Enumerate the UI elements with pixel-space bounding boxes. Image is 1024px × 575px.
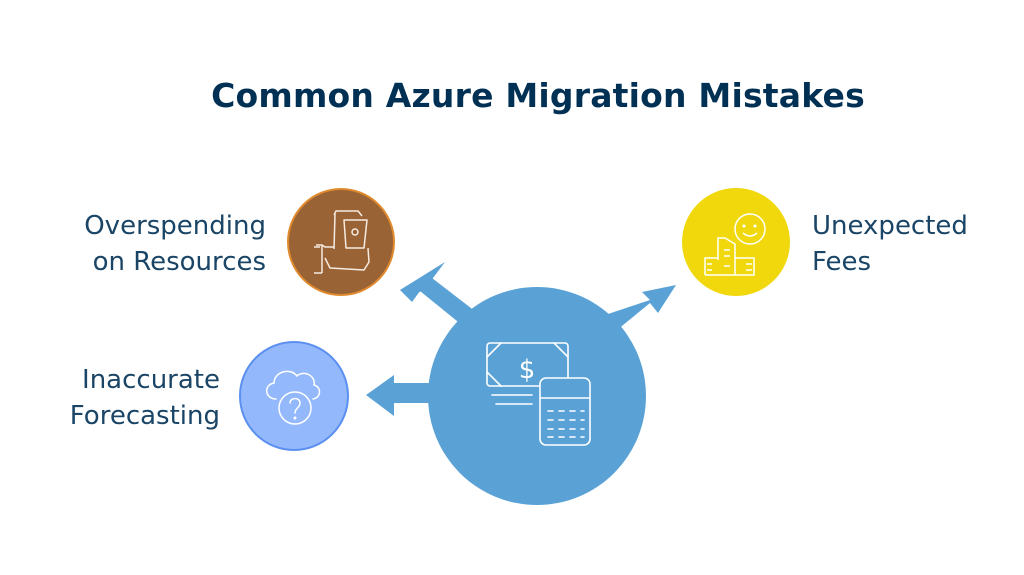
label-fees: Unexpected Fees (812, 208, 1012, 280)
label-fees-line1: Unexpected (812, 211, 968, 241)
label-forecasting-line2: Forecasting (69, 401, 220, 431)
fees-circle (682, 188, 790, 296)
label-forecasting: Inaccurate Forecasting (10, 362, 220, 434)
label-fees-line2: Fees (812, 247, 872, 277)
arrow-to-forecasting (366, 375, 440, 416)
diagram-title: Common Azure Migration Mistakes (211, 76, 865, 115)
label-overspending-line1: Overspending (84, 211, 266, 241)
buildings-smiley-icon (704, 213, 766, 276)
label-overspending: Overspending on Resources (30, 208, 266, 280)
center-circle (428, 287, 646, 505)
svg-text:$: $ (519, 355, 536, 385)
label-forecasting-line1: Inaccurate (82, 365, 220, 395)
arrow-to-overspending (400, 262, 480, 330)
arrow-to-fees (605, 285, 676, 330)
overspending-circle (287, 188, 395, 296)
money-calculator-icon: $ (486, 342, 591, 446)
label-overspending-line2: on Resources (92, 247, 266, 277)
forecasting-circle (239, 341, 349, 451)
hand-holding-money-icon (314, 210, 370, 274)
cloud-question-icon (266, 370, 321, 425)
